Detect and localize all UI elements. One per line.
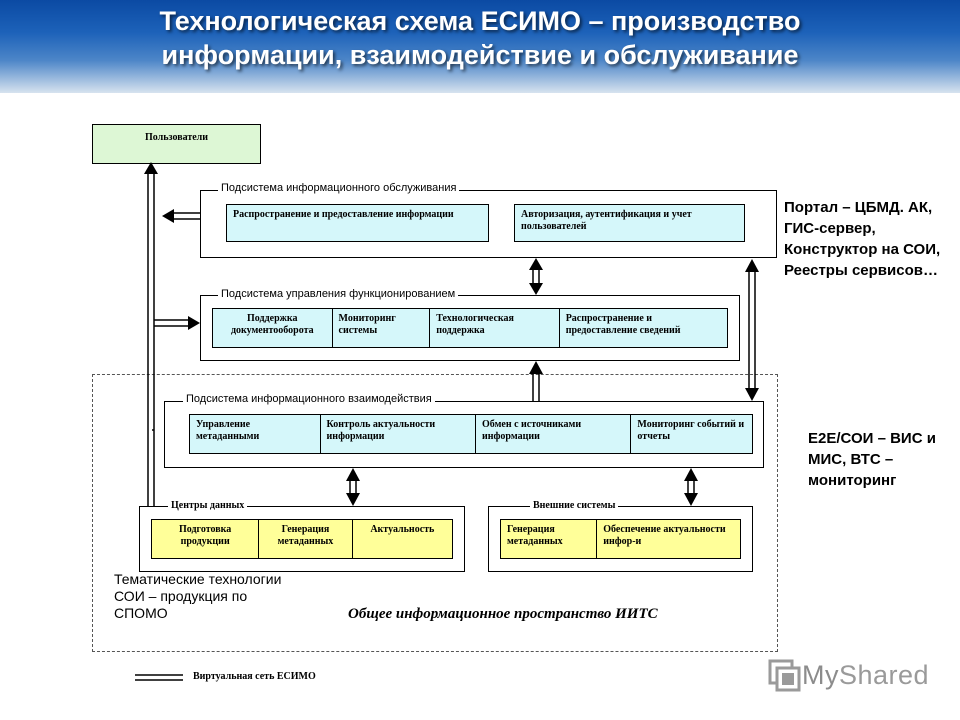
thematic-note: Тематические технологии СОИ – продукция … [114,571,282,621]
common-space-region [92,374,778,652]
service-management-arrow [529,258,543,295]
external-systems-row: Генерация метаданных Обеспечение актуаль… [500,519,741,559]
service-cell-2: Авторизация, аутентификация и учет польз… [514,204,745,242]
legend-double-line [135,674,183,681]
data-centers-cell-1: Подготовка продукции [152,520,260,558]
external-systems-cell-2: Обеспечение актуальности инфор-и [603,524,726,547]
external-systems-label: Внешние системы [530,500,619,511]
myshared-watermark: MyShared [766,657,929,693]
title-line-2: информации, взаимодействие и обслуживани… [161,40,799,70]
management-cell-1: Поддержка документооборота [213,309,333,347]
subsystem-service-label: Подсистема информационного обслуживания [218,182,460,194]
users-box: Пользователи [92,124,261,164]
e2e-note: Е2Е/СОИ – ВИС и МИС, ВТС – мониторинг [808,430,936,489]
virtual-network-up-arrow [144,162,158,506]
legend-label: Виртуальная сеть ЕСИМО [193,671,316,682]
data-centers-cell-3: Актуальность [370,524,435,535]
interaction-cell-1: Управление метаданными [190,415,321,453]
watermark-my: My [802,659,839,690]
service-cell-2-text: Авторизация, аутентификация и учет польз… [521,209,692,232]
service-cell-1: Распространение и предоставление информа… [226,204,489,242]
data-centers-row: Подготовка продукции Генерация метаданны… [151,519,453,559]
management-right-arrow [154,316,200,330]
interaction-cell-2: Контроль актуальности информации [321,415,476,453]
subsystem-interaction-label: Подсистема информационного взаимодействи… [183,393,435,405]
myshared-logo-icon [768,659,801,692]
data-centers-cell-2: Генерация метаданных [259,520,353,558]
interaction-cell-4: Мониторинг событий и отчеты [637,419,745,442]
management-cell-2: Мониторинг системы [333,309,431,347]
external-systems-cell-1: Генерация метаданных [501,520,598,558]
interaction-management-arrow [529,361,543,401]
management-cell-3: Технологическая поддержка [430,309,560,347]
management-row: Поддержка документооборота Мониторинг си… [212,308,728,348]
service-left-arrow [162,209,200,223]
data-centers-interaction-arrow [346,468,360,506]
interaction-row: Управление метаданными Контроль актуальн… [189,414,753,454]
title-banner [0,0,960,93]
management-cell-4: Распространение и предоставление сведени… [565,313,681,336]
interaction-service-arrow [745,259,759,401]
external-interaction-arrow [684,468,698,506]
service-cell-1-text: Распространение и предоставление информа… [233,209,454,220]
page-title: Технологическая схема ЕСИМО – производст… [0,4,960,72]
common-space-label: Общее информационное пространство ИИТС [348,606,658,622]
watermark-shared: Shared [839,659,930,690]
portal-note: Портал – ЦБМД. АК, ГИС-сервер, Конструкт… [784,199,941,279]
subsystem-management-label: Подсистема управления функционированием [218,288,459,300]
title-line-1: Технологическая схема ЕСИМО – производст… [159,6,801,36]
interaction-cell-3: Обмен с источниками информации [476,415,632,453]
data-centers-label: Центры данных [168,500,248,511]
users-label: Пользователи [144,132,209,143]
